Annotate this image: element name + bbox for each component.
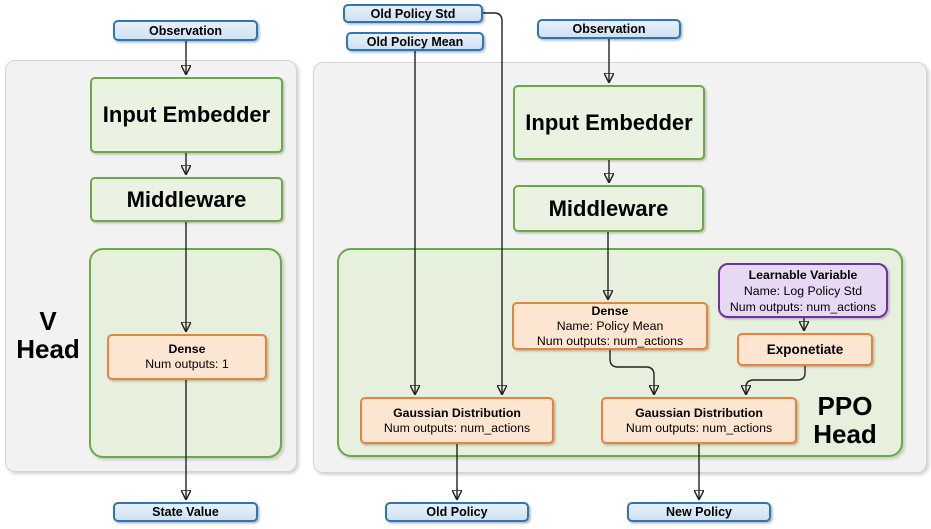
gaussian-new-outputs: Num outputs: num_actions	[625, 420, 773, 435]
learnable-variable-name: Name: Log Policy Std	[743, 283, 863, 298]
observation-label-ppo: Observation	[572, 22, 646, 36]
gaussian-new-title: Gaussian Distribution	[635, 405, 763, 420]
old-policy-label: Old Policy	[426, 505, 488, 519]
ppo-head-label: PPO Head	[801, 392, 889, 448]
gaussian-distribution-new-block: Gaussian Distribution Num outputs: num_a…	[601, 397, 797, 444]
dense-outputs-v: Num outputs: 1	[145, 357, 229, 371]
old-policy-output: Old Policy	[385, 502, 529, 522]
ppo-head-label-line2: Head	[813, 419, 877, 449]
new-policy-label: New Policy	[666, 505, 732, 519]
v-head-label-line2: Head	[16, 334, 80, 364]
middleware-label-ppo: Middleware	[548, 195, 669, 221]
learnable-variable-block: Learnable Variable Name: Log Policy Std …	[718, 263, 888, 318]
ppo-head-label-line1: PPO	[817, 391, 873, 421]
dense-block-v: Dense Num outputs: 1	[107, 334, 267, 380]
old-policy-std-label: Old Policy Std	[370, 6, 456, 21]
learnable-variable-title: Learnable Variable	[748, 267, 858, 282]
exponetiate-block: Exponetiate	[737, 333, 873, 366]
middleware-label-v: Middleware	[126, 186, 247, 212]
dense-outputs-ppo: Num outputs: num_actions	[536, 333, 684, 348]
old-policy-mean-label: Old Policy Mean	[366, 34, 464, 49]
dense-title-v: Dense	[168, 342, 206, 356]
gaussian-distribution-old-block: Gaussian Distribution Num outputs: num_a…	[360, 397, 554, 444]
input-embedder-label-v: Input Embedder	[102, 102, 271, 127]
v-head-label: V Head	[8, 307, 88, 363]
observation-input-v: Observation	[113, 20, 258, 41]
gaussian-old-title: Gaussian Distribution	[393, 405, 521, 420]
learnable-variable-outputs: Num outputs: num_actions	[729, 299, 877, 314]
new-policy-output: New Policy	[627, 502, 771, 522]
state-value-output: State Value	[113, 502, 258, 522]
input-embedder-label-ppo: Input Embedder	[525, 109, 693, 135]
exponetiate-label: Exponetiate	[766, 342, 844, 357]
input-embedder-block-ppo: Input Embedder	[513, 85, 705, 160]
observation-input-ppo: Observation	[537, 19, 681, 39]
middleware-block-ppo: Middleware	[513, 185, 704, 232]
old-policy-mean-input: Old Policy Mean	[346, 32, 484, 51]
input-embedder-block-v: Input Embedder	[90, 77, 283, 153]
v-head-label-line1: V	[39, 306, 57, 336]
state-value-label: State Value	[152, 505, 219, 519]
gaussian-old-outputs: Num outputs: num_actions	[383, 420, 531, 435]
old-policy-std-input: Old Policy Std	[343, 4, 483, 23]
dense-policy-mean-block: Dense Name: Policy Mean Num outputs: num…	[512, 302, 708, 350]
middleware-block-v: Middleware	[90, 177, 283, 222]
dense-title-ppo: Dense	[591, 303, 629, 318]
dense-name-ppo: Name: Policy Mean	[556, 318, 664, 333]
observation-label-v: Observation	[149, 23, 222, 38]
